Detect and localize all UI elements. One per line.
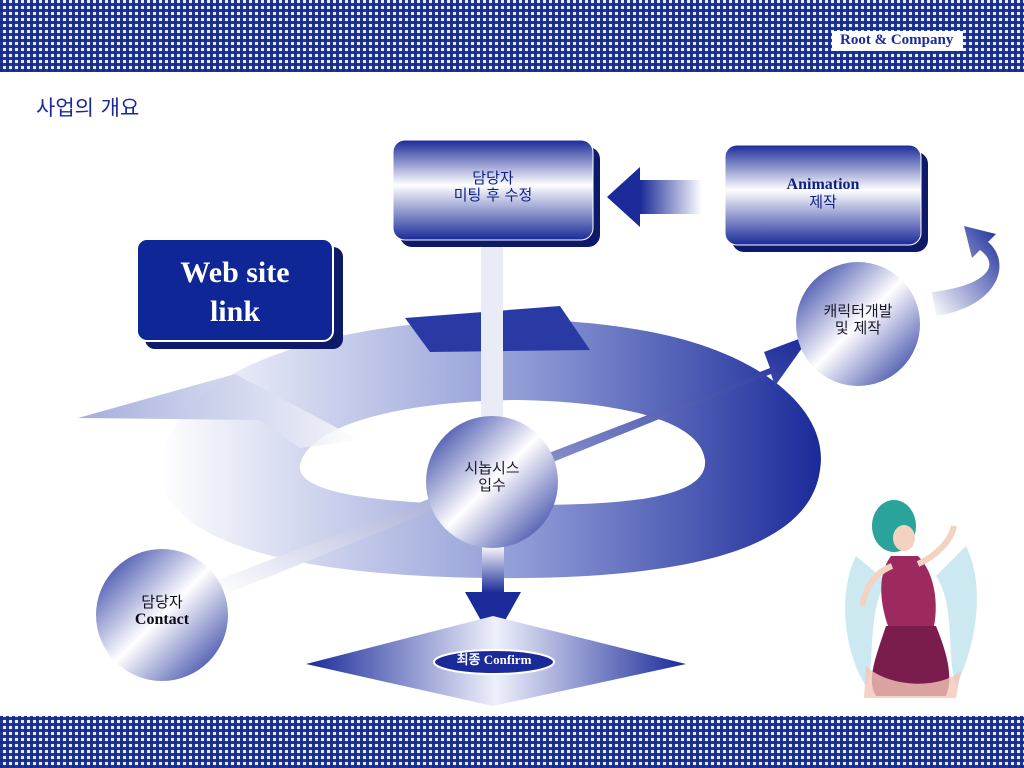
synopsis-circle-line1: 시놉시스 [464, 459, 520, 477]
contact-circle [96, 549, 228, 681]
website-box-line2: link [209, 295, 261, 328]
animation-box-line2: 제작 [809, 193, 837, 212]
website-box [136, 238, 343, 349]
connector-meeting-synopsis [481, 245, 503, 420]
synopsis-circle [426, 416, 558, 548]
meeting-box-label: 담당자 미팅 후 수정 [393, 169, 593, 205]
fairy-character-illustration [845, 500, 977, 698]
brand-label: Root & Company [832, 31, 964, 51]
meeting-box-line1: 담당자 [472, 169, 514, 187]
contact-circle-line2: Contact [134, 611, 190, 629]
website-box-label: Web site link [137, 253, 333, 331]
animation-box-line1: Animation [786, 176, 860, 193]
curved-arrow-character-to-animation [932, 226, 1000, 316]
character-circle-label: 캐릭터개발 및 제작 [796, 302, 920, 338]
animation-box-label: Animation 제작 [725, 176, 921, 212]
synopsis-circle-label: 시놉시스 입수 [426, 459, 558, 495]
meeting-box [392, 139, 600, 247]
contact-circle-label: 담당자 Contact [96, 593, 228, 630]
character-circle-line1: 캐릭터개발 [823, 302, 893, 320]
bottom-pattern-band [0, 716, 1024, 768]
contact-circle-line1: 담당자 [141, 593, 183, 611]
meeting-box-line2: 미팅 후 수정 [453, 186, 533, 205]
character-circle-line2: 및 제작 [834, 319, 882, 338]
confirm-label: 최종 Confirm [456, 652, 532, 667]
arrow-contact-to-character [218, 334, 812, 594]
character-circle [796, 262, 920, 386]
website-box-line1: Web site [180, 256, 290, 289]
synopsis-circle-line2: 입수 [478, 476, 506, 495]
animation-box [724, 144, 928, 252]
arrow-animation-to-meeting [607, 167, 702, 227]
slide-title: 사업의 개요 [36, 96, 140, 120]
confirm-diamond [306, 616, 686, 706]
